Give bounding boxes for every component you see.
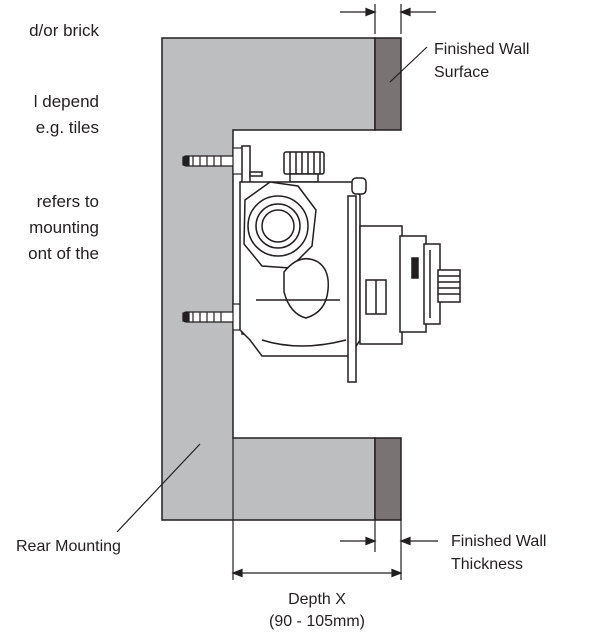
rear-mounting-leader <box>116 443 201 533</box>
intro-text-line-3: e.g. tiles <box>35 118 99 137</box>
intro-text-line-1: d/or brick <box>29 21 99 40</box>
finished-layer-bottom <box>374 437 402 521</box>
depth-x-label: Depth X <box>288 591 346 608</box>
wall-anchor-top <box>182 147 244 175</box>
finished-wall-thickness-label-line-2: Thickness <box>451 556 524 573</box>
intro-text-line-6: ont of the <box>28 244 99 263</box>
wall-anchor-bottom <box>182 303 244 331</box>
cartridge-assembly <box>359 225 461 345</box>
top-thickness-dimension <box>340 4 436 34</box>
intro-text-line-2: l depend <box>33 92 99 111</box>
finished-wall-surface-label-line-2: Surface <box>434 64 490 81</box>
finished-layer-top <box>374 37 402 131</box>
rear-mounting-label: Rear Mounting <box>16 538 121 555</box>
bottom-dimensions <box>231 438 438 580</box>
intro-text-line-5: mounting <box>29 218 99 237</box>
intro-text-line-4: refers to <box>36 192 99 211</box>
finished-wall-surface-leader <box>389 46 428 83</box>
valve-body <box>239 151 367 383</box>
finished-wall-surface-label-line-1: Finished Wall <box>434 41 530 58</box>
finished-wall-thickness-label-line-1: Finished Wall <box>451 533 547 550</box>
depth-range-label: (90 - 105mm) <box>268 613 366 630</box>
